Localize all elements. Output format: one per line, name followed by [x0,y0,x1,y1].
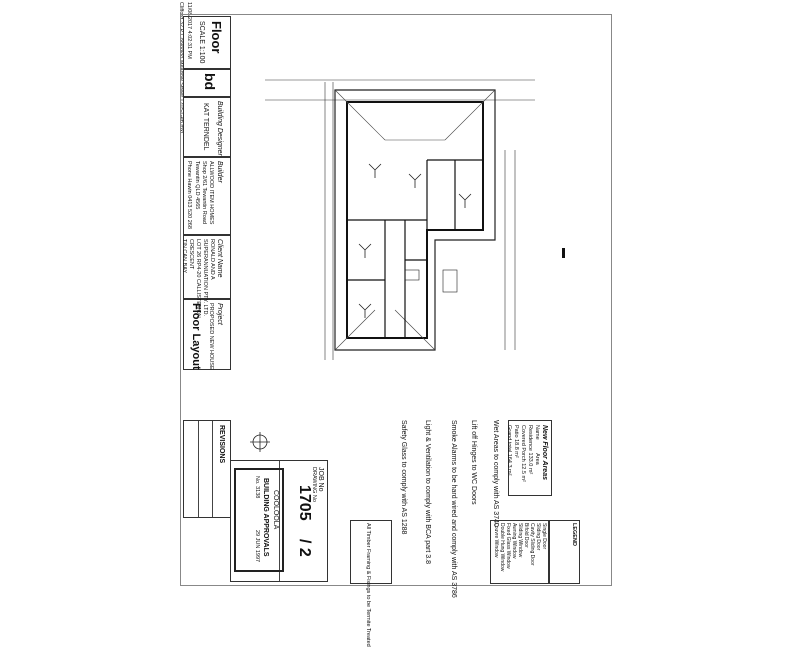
sheet-title-cell: Floor SCALE 1:100 [183,16,231,70]
stamp-date: 29 JUN 1997 [254,530,260,563]
stamp-ref-label: No. [254,476,260,485]
note-light-ventilation: Light & Ventilation to comply with BCA p… [424,420,431,564]
area-name: Patio [513,425,519,438]
designer-logo: bd [202,73,218,91]
legend-item: Bifold Door [523,523,529,548]
legend-item: Single Door [541,523,547,550]
legend-item: Fixed Glass Window [505,523,511,569]
legend-items: Single Door Sliding Door Cavity Sliding … [490,520,550,584]
section-marker [562,248,565,258]
area-value: 164.3 m² [506,453,512,476]
legend-box: LEGEND [548,520,580,584]
drawing-name: Floor Layout [190,303,202,370]
project-name: PROPOSED NEW HOUSE [208,303,214,370]
note-smoke-alarms: Smoke Alarms to be hard wired and comply… [450,420,457,598]
area-value: 133.0 m² [527,452,533,475]
job-block: JOB No DRAWING No 1705 / 2 [230,460,328,582]
designer-name: KAT TERNDEL [202,103,209,151]
scale-value: 1:100 [198,45,205,64]
stamp-council: COOLOOLA [272,490,279,530]
builder-cell: Builder ALLWOOD ITEM HOMES Shop 2/61 Tew… [183,156,231,236]
logo-cell: bd [183,68,231,98]
area-name: Grand total [506,425,512,453]
area-row: Patio 18.8 m² [512,425,519,458]
client-city: TIN CAN BAY [181,239,187,274]
note-lift-off-hinges: Lift off Hinges to WC Doors [470,420,477,505]
area-name: Covered Porch [520,425,526,462]
sheet-border [180,14,612,586]
floor-areas-title: New Floor Areas [541,425,548,480]
approval-stamp: COOLOOLA BUILDING APPROVALS No. 3138 29 … [234,468,284,572]
scale-label: SCALE [198,21,205,44]
timber-note-box: All Timber Framing & Fixings to be Termi… [350,520,392,647]
drawing-sheet: 11/08/2017 4:02:31 PM Clifford 32 P Cool… [178,2,612,647]
drawing-number-value: 2 [296,547,313,557]
designer-cell: Building Designer KAT TERNDEL [183,96,231,158]
builder-phone: Phone Hawin 0413 520 268 [186,161,192,229]
builder-name: ALLWOOD ITEM HOMES [208,161,214,225]
area-name: Residence [527,425,533,451]
legend-item: Sliding Door [535,523,541,551]
north-arrow-icon [250,432,270,452]
area-value: 18.8 m² [513,439,519,458]
revisions-table: REVISIONS [183,420,231,518]
job-number: 1705 [296,485,313,521]
builder-address: Shop 2/61 Tewantin Road [201,161,207,224]
area-row: Residence 133.0 m² [526,425,533,474]
floor-areas-table: New Floor Areas Name Area Residence 133.… [505,420,552,496]
legend-title: LEGEND [571,523,577,546]
areas-col-area: Area [534,453,540,465]
project-label: Project [216,303,223,325]
legend-item: Sliding Window [517,523,523,558]
designer-label: Building Designer [216,101,223,156]
scale-line: SCALE 1:100 [197,21,206,63]
builder-label: Builder [216,161,223,183]
floor-plan [265,79,535,360]
project-cell: Project PROPOSED NEW HOUSE Floor Layout [183,298,231,370]
timber-note: All Timber Framing & Fixings to be Termi… [365,523,371,647]
area-row: Covered Porch 12.5 m² [519,425,526,482]
stamp-title: BUILDING APPROVALS [262,478,269,557]
area-row: Grand total 164.3 m² [505,425,512,475]
stamp-ref: No. 3138 [253,476,260,498]
client-cell: Client Name RONALD AND A SUPERANNUATION … [181,234,231,318]
area-value: 12.5 m² [520,463,526,482]
note-wet-areas: Wet Areas to comply with AS 3740 [492,420,499,527]
stamp-ref-value: 3138 [254,486,260,499]
legend-item: Awning Window [511,523,517,559]
legend-item: Louvre Window [493,523,499,558]
note-safety-glass: Safety Glass to comply with AS 1288 [400,420,407,535]
drawing-number: / 2 [296,539,313,557]
client-street: CRESCENT [188,239,194,270]
job-label: JOB No [317,467,324,492]
legend-item: Cavity Sliding Door [529,523,535,566]
client-label: Client Name [216,239,223,278]
builder-city: Tewantin QLD 4565 [194,161,200,210]
areas-header: Name Area [533,425,540,465]
client-name: RONALD AND A [209,239,215,280]
revisions-title: REVISIONS [218,425,225,464]
areas-col-name: Name [534,425,540,440]
legend-item: Double Hung Window [499,523,505,572]
sheet-title: Floor [209,21,224,54]
